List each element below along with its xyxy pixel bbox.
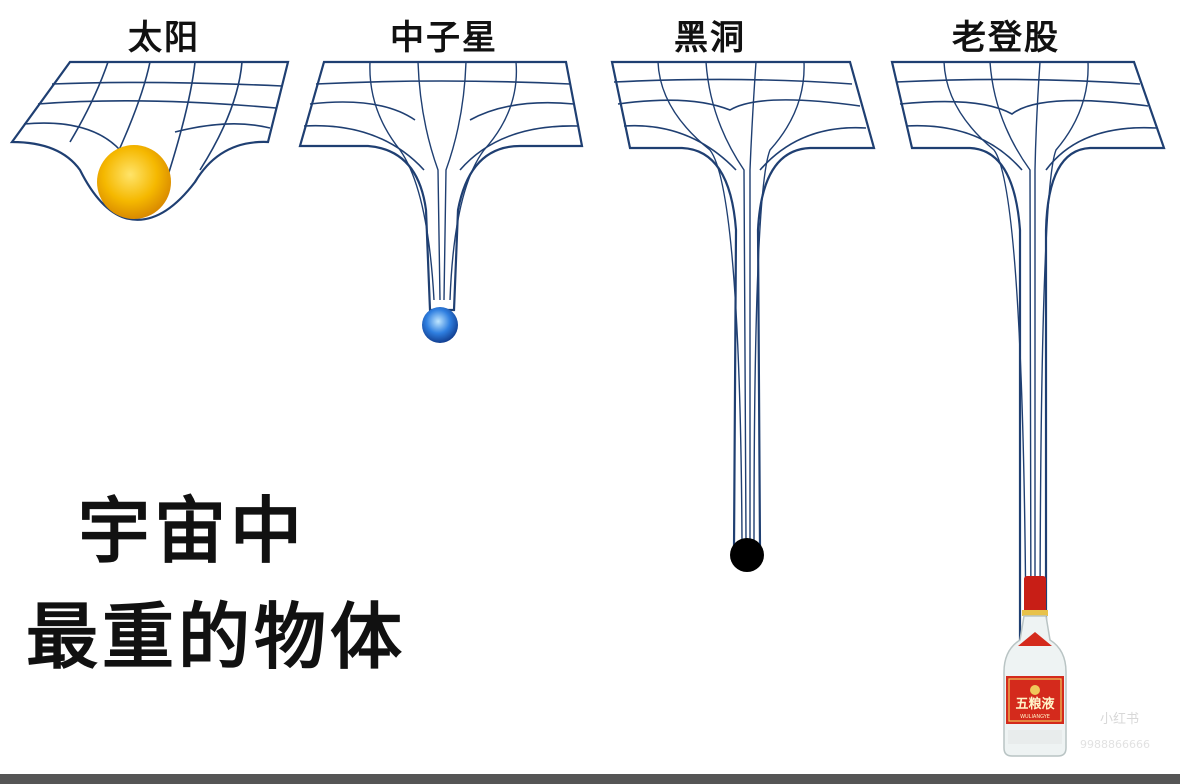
title-black-hole: 黑洞 (674, 18, 746, 58)
title-neutron-star: 中子星 (390, 18, 498, 58)
bottle-brand-latin: WULIANGYE (1020, 714, 1050, 720)
title-boss-stock: 老登股 (952, 18, 1060, 58)
caption-line-1: 宇宙中 (78, 489, 307, 573)
title-sun: 太阳 (128, 18, 200, 58)
boss-stock-spacetime-grid (890, 60, 1166, 662)
neutron-star-icon (422, 307, 458, 343)
watermark-id: 9988866666 (1080, 738, 1150, 751)
liquor-bottle-icon: 五粮液 WULIANGYE (1003, 576, 1067, 757)
bottom-bar (0, 774, 1180, 784)
sun-icon (97, 145, 171, 219)
neutron-star-spacetime-grid (298, 60, 584, 312)
sun-spacetime-grid (9, 60, 290, 221)
watermark-logo: 小红书 (1100, 712, 1140, 727)
black-hole-icon (730, 538, 764, 572)
bottle-brand-text: 五粮液 (1015, 696, 1054, 712)
black-hole-spacetime-grid (610, 60, 876, 550)
caption-line-2: 最重的物体 (26, 595, 407, 679)
